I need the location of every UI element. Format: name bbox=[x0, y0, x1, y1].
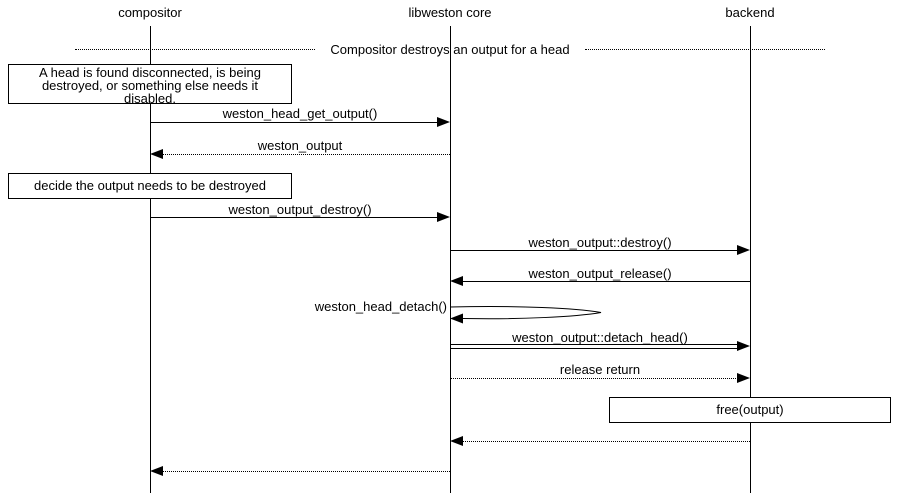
arrowhead-left-icon bbox=[450, 313, 463, 324]
message-line bbox=[450, 378, 738, 379]
message-line bbox=[450, 250, 738, 251]
message-label: weston_output_destroy() bbox=[228, 202, 372, 217]
message-label: weston_output_release() bbox=[528, 266, 672, 281]
divider-line-right bbox=[585, 49, 825, 50]
arrowhead-right-icon bbox=[737, 373, 750, 383]
message-label: release return bbox=[559, 362, 641, 377]
lifeline-backend bbox=[750, 26, 751, 493]
lifeline-compositor bbox=[150, 26, 151, 493]
message-label: weston_output bbox=[257, 138, 343, 153]
participant-backend: backend bbox=[725, 5, 775, 20]
note-line: destroyed, or something else needs it bbox=[41, 78, 259, 93]
participant-libweston-core: libweston core bbox=[408, 5, 492, 20]
arrowhead-left-icon bbox=[450, 276, 463, 286]
message-line bbox=[163, 154, 450, 155]
participant-compositor: compositor bbox=[118, 5, 182, 20]
arrowhead-right-icon bbox=[737, 245, 750, 255]
message-line-upper bbox=[450, 344, 738, 345]
note-free-output: free(output) bbox=[609, 397, 891, 423]
arrowhead-right-icon bbox=[437, 212, 450, 222]
arrowhead-right-icon bbox=[737, 341, 750, 351]
message-line bbox=[150, 217, 438, 218]
message-label: weston_output::detach_head() bbox=[512, 330, 688, 345]
divider-line-left bbox=[75, 49, 315, 50]
arrowhead-left-icon bbox=[150, 466, 163, 476]
lifeline-libweston-core bbox=[450, 26, 451, 493]
message-line bbox=[463, 281, 750, 282]
self-message-arrow bbox=[450, 306, 602, 324]
message-label: weston_output::destroy() bbox=[528, 235, 672, 250]
note-head-disconnected: A head is found disconnected, is being d… bbox=[8, 64, 292, 106]
note-line: disabled. bbox=[123, 91, 177, 106]
note-line: A head is found disconnected, is being bbox=[39, 65, 261, 80]
message-label: weston_head_get_output() bbox=[222, 106, 378, 121]
message-weston-head-detach-label: weston_head_detach() bbox=[314, 299, 447, 314]
arrowhead-left-icon bbox=[450, 436, 463, 446]
arrowhead-left-icon bbox=[150, 149, 163, 159]
note-decide-destroy: decide the output needs to be destroyed bbox=[8, 173, 292, 199]
divider-label: Compositor destroys an output for a head bbox=[330, 42, 570, 57]
message-line bbox=[463, 441, 750, 442]
message-line-lower bbox=[450, 348, 738, 349]
arrowhead-right-icon bbox=[437, 117, 450, 127]
message-line bbox=[150, 122, 438, 123]
message-line bbox=[163, 471, 450, 472]
